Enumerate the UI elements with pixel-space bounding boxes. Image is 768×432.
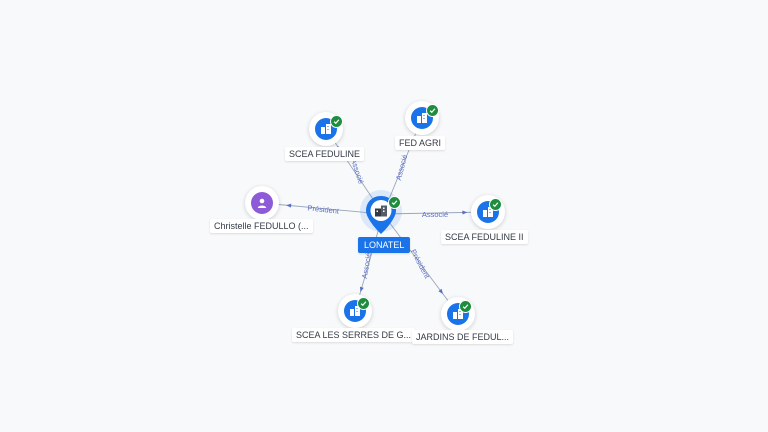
edge-line [382,211,489,215]
verified-check-icon [388,196,401,209]
edge-arrow-icon [438,288,443,295]
node-label: JARDINS DE FEDUL... [412,330,514,344]
edge-label: Associé [422,210,448,219]
verified-check-icon [357,297,370,310]
verified-check-icon [426,104,439,117]
edge-arrow-icon [286,203,292,208]
node-label: SCEA FEDULINE [285,147,365,161]
edge-line [261,202,384,215]
edge-label: Président [307,203,340,215]
verified-check-icon [459,300,472,313]
edge-label: Président [409,248,432,281]
building-icon [375,205,387,217]
edge-arrow-icon [359,286,364,293]
center-node[interactable] [360,190,404,234]
verified-check-icon [330,115,343,128]
person-icon [251,192,273,214]
node-label: SCEA FEDULINE II [441,230,528,244]
edge-arrow-icon [462,210,468,215]
node-label: Christelle FEDULLO (... [210,219,313,233]
edge-label: Associé [360,252,373,279]
verified-check-icon [489,198,502,211]
edge-label: Associé [394,154,409,182]
center-node-label: LONATEL [358,237,411,253]
map-pin-icon [366,196,396,234]
edge-line [382,213,459,315]
node-label: SCEA LES SERRES DE G... [292,328,416,342]
edge-label: Associé [349,157,366,185]
node-label: FED AGRI [395,136,446,150]
